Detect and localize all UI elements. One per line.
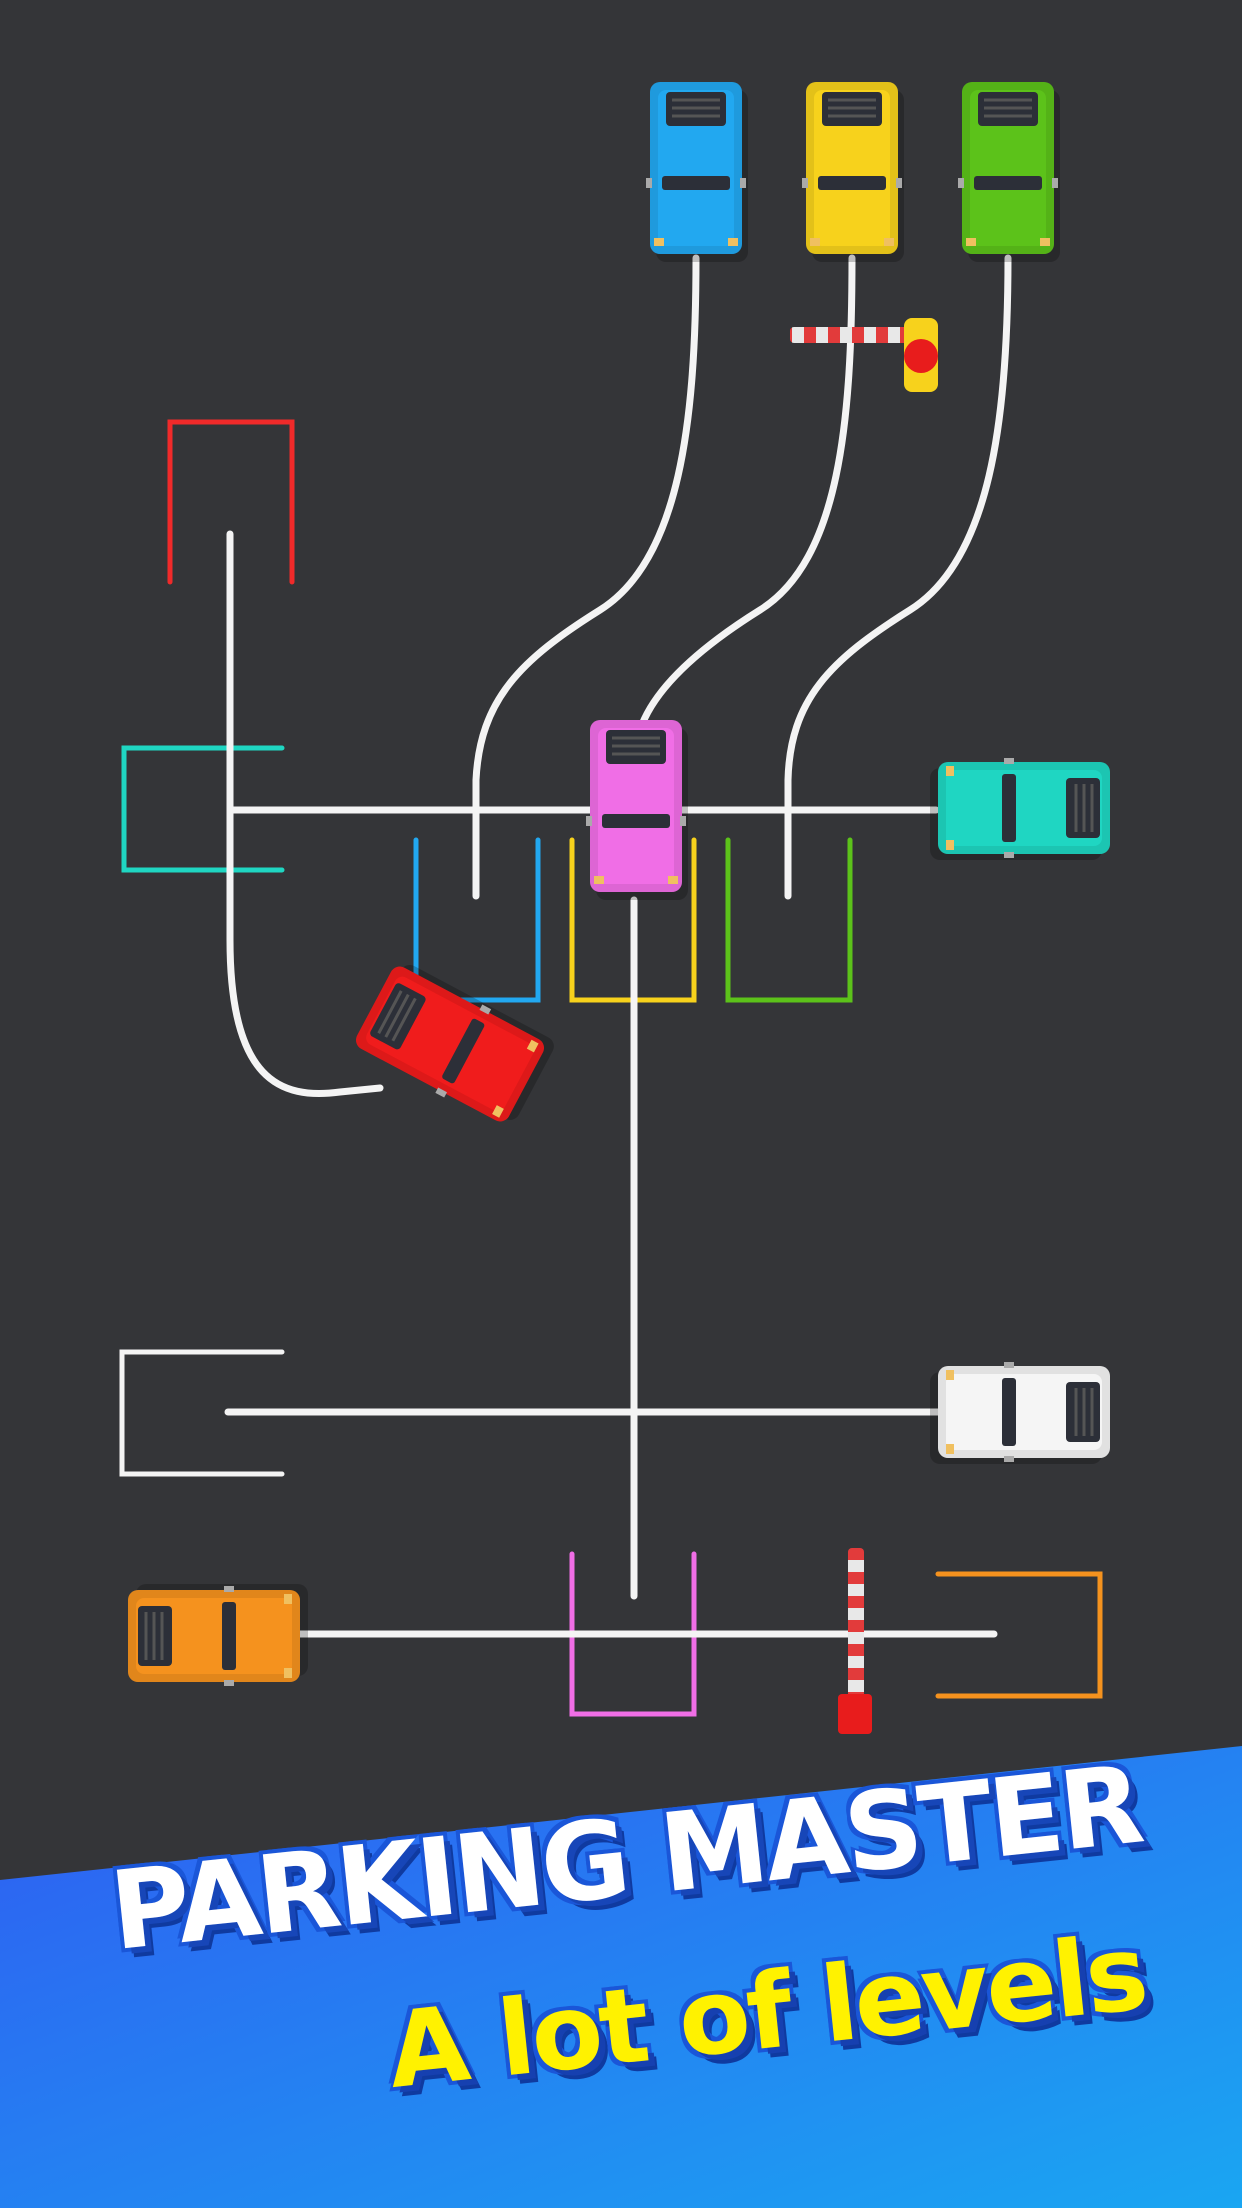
bottom-barrier[interactable]: [838, 1548, 872, 1734]
parking-spot-red: [167, 419, 295, 585]
parking-spot-white: [119, 1349, 285, 1477]
yellow-car[interactable]: [800, 80, 904, 262]
parking-spot-green: [725, 837, 853, 1003]
blue-car[interactable]: [644, 80, 748, 262]
path-green: [784, 254, 1012, 900]
parking-spots: [119, 419, 1103, 1717]
white-car[interactable]: [930, 1360, 1112, 1464]
pink-car[interactable]: [584, 718, 688, 900]
parking-spot-orange: [935, 1571, 1103, 1699]
path-blue: [472, 254, 700, 900]
path-yellow: [636, 254, 856, 734]
path-red: [226, 530, 384, 1098]
cars: [126, 80, 1112, 1688]
parking-spot-teal: [121, 745, 285, 873]
parking-spot-blue: [413, 837, 541, 1003]
green-car[interactable]: [956, 80, 1060, 262]
orange-car[interactable]: [126, 1584, 308, 1688]
teal-car[interactable]: [930, 756, 1112, 860]
red-car[interactable]: [349, 957, 558, 1133]
banner-background: [0, 1746, 1242, 2208]
drawn-paths: [224, 254, 1012, 1638]
top-barrier[interactable]: [790, 318, 938, 392]
